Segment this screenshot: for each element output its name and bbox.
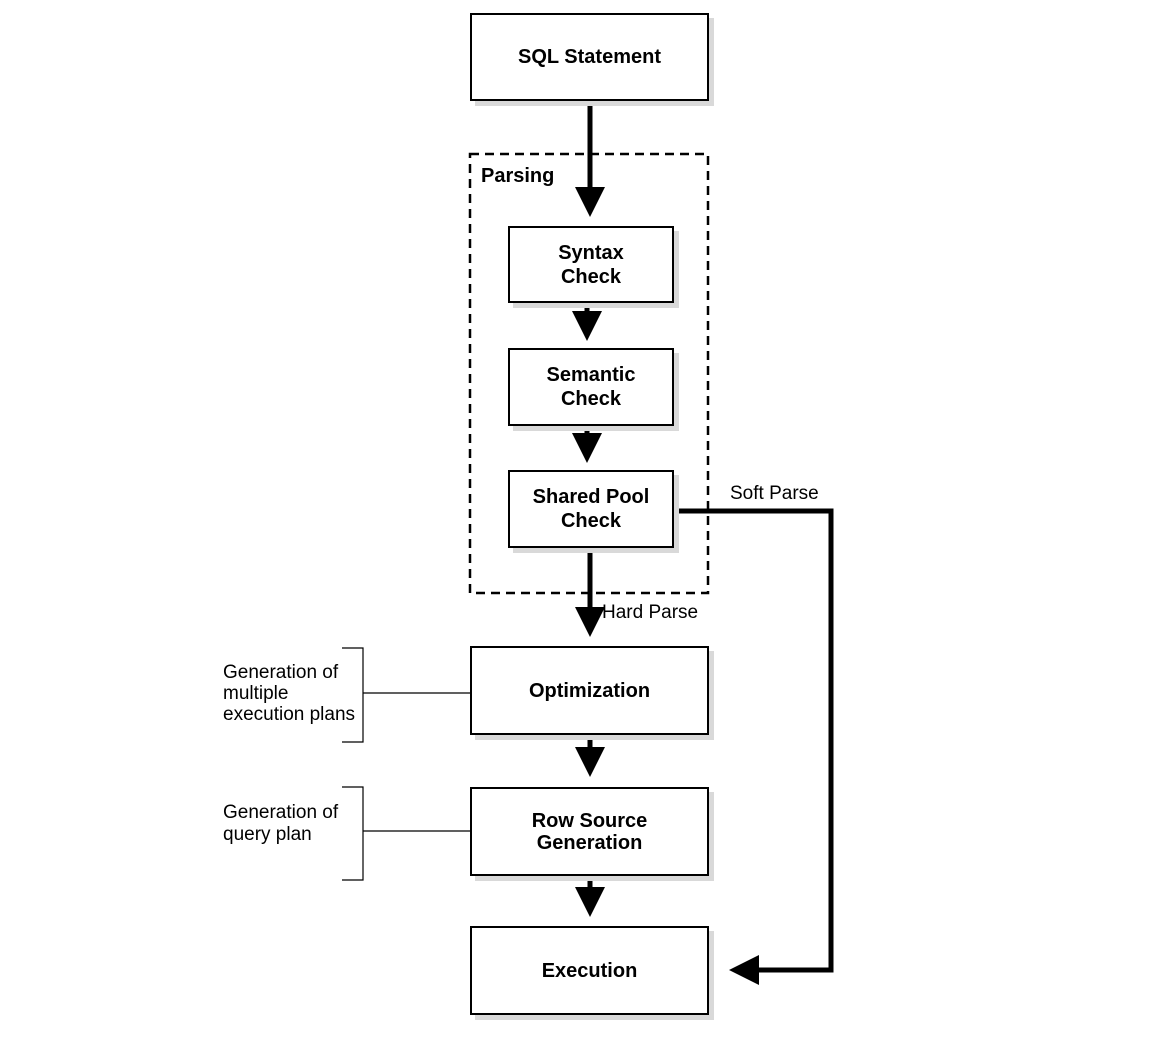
node-syntax-check: Syntax Check bbox=[508, 226, 674, 303]
node-semantic-check: Semantic Check bbox=[508, 348, 674, 426]
node-execution-label: Execution bbox=[541, 959, 638, 982]
node-semantic-check-label: Semantic Check bbox=[546, 364, 636, 410]
node-optimization-label: Optimization bbox=[528, 679, 651, 702]
soft-parse-label: Soft Parse bbox=[730, 483, 819, 504]
node-shared-pool-check-label: Shared Pool Check bbox=[532, 486, 650, 532]
parsing-group-label: Parsing bbox=[481, 165, 555, 187]
node-sql-statement-label: SQL Statement bbox=[518, 46, 661, 68]
node-syntax-check-label: Syntax Check bbox=[558, 241, 624, 288]
rowsource-note-bracket bbox=[342, 786, 470, 881]
node-optimization: Optimization bbox=[470, 646, 709, 735]
node-row-source-generation: Row Source Generation bbox=[470, 787, 709, 876]
optimization-note: Generation of multiple execution plans bbox=[223, 662, 356, 725]
node-sql-statement: SQL Statement bbox=[470, 13, 709, 101]
node-shared-pool-check: Shared Pool Check bbox=[508, 470, 674, 548]
optimization-note-bracket bbox=[342, 647, 470, 743]
node-execution: Execution bbox=[470, 926, 709, 1015]
hard-parse-label: Hard Parse bbox=[602, 602, 699, 623]
row-source-note: Generation of query plan bbox=[223, 802, 339, 845]
node-row-source-generation-label: Row Source Generation bbox=[531, 809, 648, 854]
arrow-soft-parse bbox=[674, 508, 834, 985]
